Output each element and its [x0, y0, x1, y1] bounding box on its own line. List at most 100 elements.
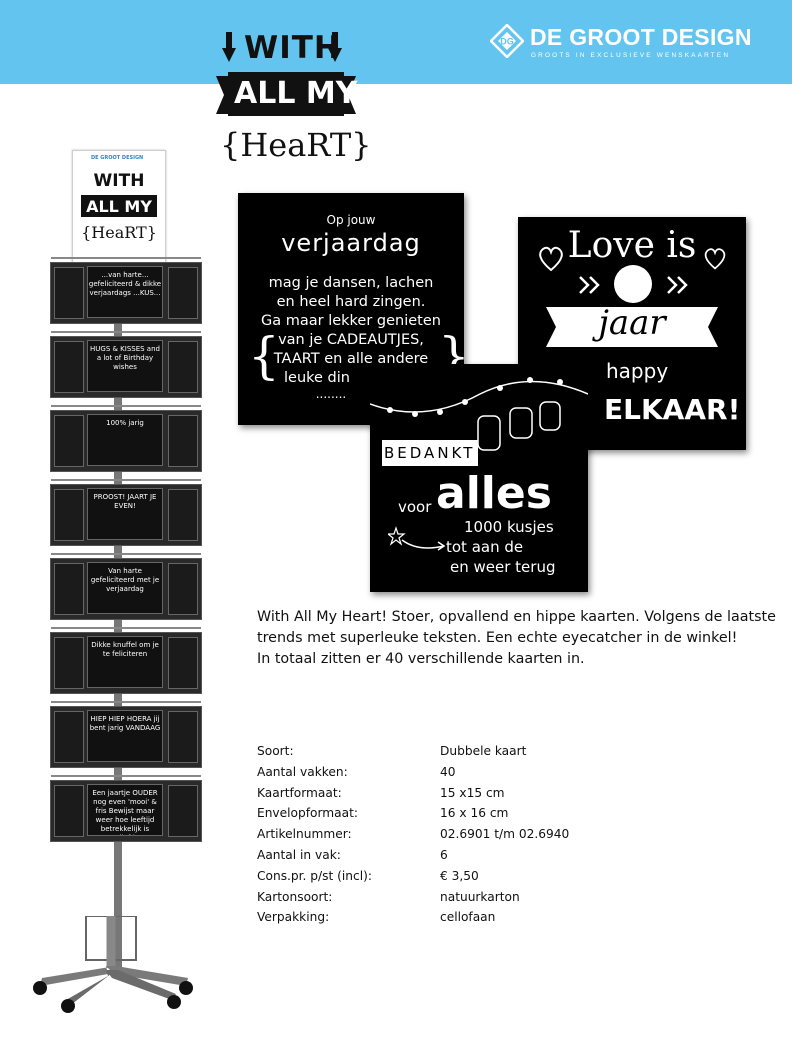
card1-line8: leuke din — [284, 370, 350, 386]
card1-line4: en heel hard zingen. — [276, 294, 426, 310]
spec-label: Verpakking: — [257, 910, 330, 925]
spec-row: Aantal in vak:6 — [257, 848, 677, 869]
rack-side-card — [54, 489, 84, 541]
spec-value: 16 x 16 cm — [440, 806, 509, 821]
spec-row: Kartonsoort:natuurkarton — [257, 890, 677, 911]
rack-wire — [51, 627, 201, 629]
rack-card: PROOST! JAART JE EVEN! — [87, 488, 163, 540]
rack-header-sign: DE GROOT DESIGN WITH ALL MY {HeaRT} — [72, 150, 166, 264]
rack-side-card — [54, 415, 84, 467]
logo-line-heart: {HeaRT} — [220, 126, 372, 164]
rack-side-card — [168, 711, 198, 763]
brand-name: DE GROOT DESIGN — [530, 24, 752, 50]
rack-tier: Van harte gefeliciteerd met je verjaarda… — [50, 553, 202, 620]
rack-header-brand: DE GROOT DESIGN — [91, 155, 144, 161]
card1-line5: Ga maar lekker genieten — [261, 313, 441, 329]
spec-value: 15 x15 cm — [440, 785, 505, 800]
card1-brace-left: { — [248, 327, 280, 385]
description-paragraph-1: With All My Heart! Stoer, opvallend en h… — [257, 609, 776, 646]
card3-banner-bg — [382, 440, 478, 466]
string-lights-icon — [370, 377, 588, 451]
card3-alles: alles — [436, 468, 552, 519]
ribbon-banner-icon — [216, 72, 356, 116]
product-description: With All My Heart! Stoer, opvallend en h… — [257, 607, 777, 670]
rack-header-ribbon — [81, 195, 157, 217]
with-all-my-heart-logo: WITH ALL MY {HeaRT} — [214, 26, 372, 174]
rack-side-card — [54, 785, 84, 837]
rack-wire — [51, 331, 201, 333]
spec-value: cellofaan — [440, 910, 496, 925]
spec-row: Aantal vakken:40 — [257, 765, 677, 786]
spec-label: Artikelnummer: — [257, 827, 352, 842]
card1-line7: TAART en alle andere — [273, 351, 429, 367]
rack-header-line2: ALL MY — [86, 197, 152, 216]
rack-side-card — [54, 563, 84, 615]
star-arrow-icon — [388, 526, 446, 551]
card2-line1: Love is — [567, 225, 697, 266]
rack-wire — [51, 775, 201, 777]
spec-value: 40 — [440, 764, 456, 779]
de-groot-diamond-icon: DG — [490, 24, 524, 58]
card3-line1: 1000 kusjes — [464, 518, 554, 536]
spec-value: € 3,50 — [440, 868, 479, 883]
rack-wire — [51, 479, 201, 481]
rack-side-card — [168, 785, 198, 837]
rack-wire — [51, 405, 201, 407]
arrow-down-left-icon — [222, 32, 236, 62]
description-paragraph-2: In totaal zitten er 40 verschillende kaa… — [257, 651, 585, 667]
rack-side-card — [168, 341, 198, 393]
rack-wire — [51, 701, 201, 703]
rack-side-card — [168, 267, 198, 319]
card-bedankt-voor-alles: BEDANKT voor alles 1000 kusjes tot aan d… — [370, 364, 588, 592]
spec-label: Kartonsoort: — [257, 889, 333, 904]
spec-label: Kaartformaat: — [257, 785, 342, 800]
rack-card: HIEP HIEP HOERA jij bent jarig VANDAAG — [87, 710, 163, 762]
spec-row: Artikelnummer:02.6901 t/m 02.6940 — [257, 827, 677, 848]
card3-voor: voor — [398, 498, 432, 516]
rack-wire — [51, 553, 201, 555]
rack-side-card — [168, 563, 198, 615]
card1-dots: ........ — [315, 387, 347, 401]
header-bar — [0, 0, 792, 84]
spec-row: Cons.pr. p/st (incl):€ 3,50 — [257, 869, 677, 890]
card2-circle — [614, 265, 652, 303]
card-display-rack: DE GROOT DESIGN WITH ALL MY {HeaRT} ...v… — [28, 146, 202, 1016]
rack-card: ...van harte... gefeliciteerd & dikke ve… — [87, 266, 163, 318]
rack-tier: PROOST! JAART JE EVEN! — [50, 479, 202, 546]
spec-label: Soort: — [257, 744, 294, 758]
rack-card: Een jaartje OUDER nog even 'mooi' & fris… — [87, 784, 163, 836]
card1-line6: van je CADEAUTJES, — [278, 332, 424, 348]
rack-side-card — [168, 489, 198, 541]
rack-tier: HIEP HIEP HOERA jij bent jarig VANDAAG — [50, 701, 202, 768]
heart-outline-icon-2 — [704, 248, 726, 270]
card2-line3: happy — [606, 359, 669, 383]
rack-tier: Dikke knuffel om je te feliciteren — [50, 627, 202, 694]
rack-side-card — [54, 267, 84, 319]
rack-card: Dikke knuffel om je te feliciteren — [87, 636, 163, 688]
card3-banner: BEDANKT — [384, 444, 476, 462]
rack-tier: 100% jarig — [50, 405, 202, 472]
rack-tier: ...van harte... gefeliciteerd & dikke ve… — [50, 257, 202, 324]
rack-side-card — [54, 341, 84, 393]
spec-label: Aantal in vak: — [257, 847, 341, 862]
card1-line1: Op jouw — [326, 213, 376, 227]
spec-label: Envelopformaat: — [257, 806, 358, 821]
rack-tier: Een jaartje OUDER nog even 'mooi' & fris… — [50, 775, 202, 842]
rack-header-line3: {HeaRT} — [81, 223, 157, 242]
spec-value: Dubbele kaart — [440, 744, 527, 758]
card2-dots: ...... — [620, 277, 644, 291]
svg-text:DG: DG — [500, 37, 514, 47]
spec-row: Kaartformaat: 15 x15 cm — [257, 786, 677, 807]
rack-side-card — [54, 637, 84, 689]
rack-side-card — [168, 415, 198, 467]
card2-line4: ELKAAR! — [604, 393, 741, 426]
spec-row: Soort: Dubbele kaart — [257, 744, 677, 765]
card3-line3: en weer terug — [450, 558, 556, 576]
brand-tagline: GROOTS IN EXCLUSIEVE WENSKAARTEN — [531, 52, 731, 59]
rack-card: Van harte gefeliciteerd met je verjaarda… — [87, 562, 163, 614]
card1-line2: verjaardag — [281, 229, 421, 257]
rack-side-card — [168, 637, 198, 689]
logo-line-all-my: ALL MY — [234, 76, 358, 111]
card2-line2: jaar — [598, 303, 666, 343]
